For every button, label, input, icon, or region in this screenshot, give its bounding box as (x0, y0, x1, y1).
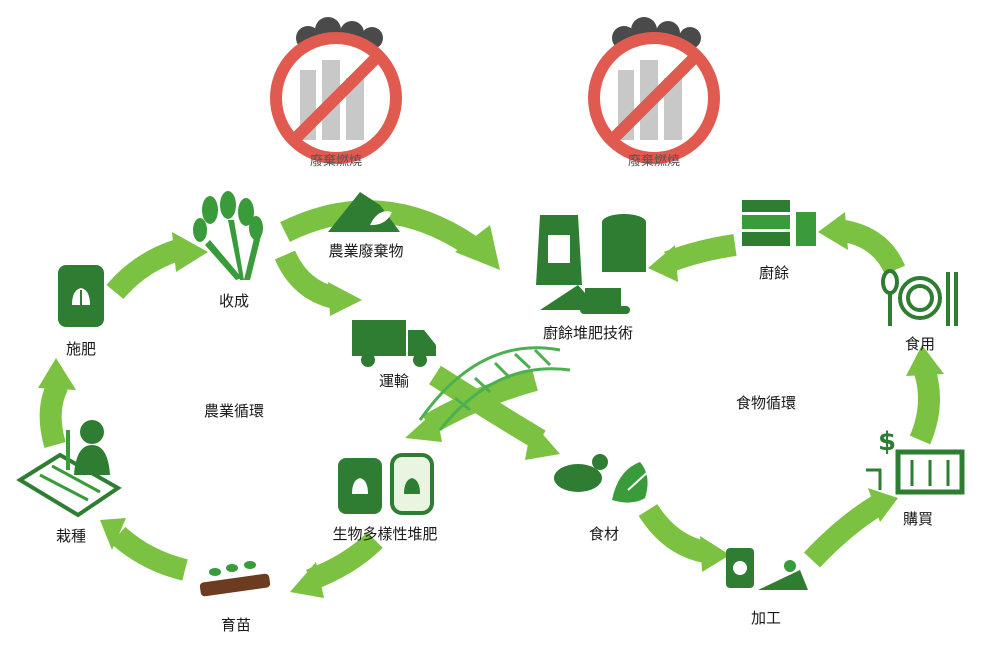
label-processing: 加工 (750, 609, 782, 627)
label-harvest: 收成 (218, 292, 250, 310)
label-transport: 運輸 (378, 372, 410, 390)
arrowhead (405, 410, 442, 442)
label-biodiverse-compost: 生物多樣性堆肥 (332, 525, 438, 543)
prohibited-icon (270, 32, 402, 164)
arrowhead (328, 282, 362, 316)
seedling-tray-icon (199, 561, 271, 597)
prohibited-icon (588, 32, 720, 164)
svg-text:$: $ (878, 427, 896, 457)
truck-icon (352, 320, 436, 367)
arrowhead (172, 232, 208, 272)
label-ingredients: 食材 (588, 525, 620, 543)
arrow-ingredients-to-processing (638, 503, 708, 563)
label-food-cycle: 食物循環 (735, 394, 797, 412)
label-kitchen-waste: 廚餘 (758, 264, 790, 282)
label-seedling: 育苗 (220, 616, 252, 634)
arrow-harvest-to-transport (274, 250, 338, 309)
waste-mound-icon (328, 192, 400, 232)
arrow-biocompost-to-seedling (306, 532, 383, 591)
arrowhead (525, 422, 560, 460)
arrow-processing-to-buy (803, 495, 884, 568)
no-burning-sign-right (588, 17, 720, 164)
shopping-basket-icon: $ (866, 427, 965, 495)
label-buy: 購買 (902, 510, 934, 528)
no-burning-caption-right: 廢棄燃燒 (627, 154, 681, 169)
label-compost-tech: 廚餘堆肥技術 (542, 324, 634, 342)
arrowhead (700, 536, 730, 572)
arrowhead (868, 488, 898, 522)
no-burning-sign-left (270, 17, 402, 164)
arrowhead (906, 345, 944, 376)
arrowhead (818, 212, 848, 250)
label-fertilize: 施肥 (65, 340, 97, 358)
arrow-fertilize-to-harvest (106, 239, 182, 300)
canned-food-cake-icon (726, 548, 808, 590)
arrow-compost-to-biocompost (422, 369, 538, 435)
no-burning-caption-left: 廢棄燃燒 (309, 154, 363, 169)
arrow-seedling-to-planting (110, 526, 188, 581)
fertilizer-bag-icon (58, 265, 104, 327)
arrowhead (100, 518, 126, 550)
compost-facility-icon (536, 214, 646, 314)
arrowhead (648, 245, 678, 282)
bridge-icon (418, 346, 571, 431)
label-farm-waste: 農業廢棄物 (328, 242, 404, 260)
vegetables-icon (554, 454, 651, 503)
arrow-buy-to-eat (909, 368, 940, 445)
arrow-planting-to-fertilize (39, 379, 69, 449)
label-planting: 栽種 (55, 527, 87, 545)
plate-utensils-icon (881, 269, 958, 326)
rice-plant-icon (193, 191, 263, 280)
food-container-icon (742, 200, 816, 246)
arrowhead (38, 358, 76, 390)
arrowhead (455, 225, 500, 270)
compost-bags-icon (338, 453, 434, 515)
arrow-kitchen-to-compost (664, 234, 737, 273)
label-eat: 食用 (904, 335, 936, 353)
label-agriculture-cycle: 農業循環 (203, 402, 265, 420)
arrowhead (290, 562, 324, 598)
arrow-transport-to-ingredients (429, 365, 546, 450)
farmer-field-icon (16, 420, 122, 518)
